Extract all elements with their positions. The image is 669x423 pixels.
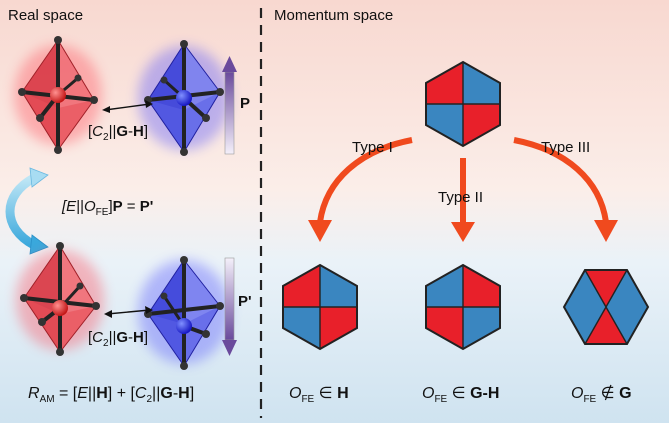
real-space-heading: Real space <box>8 7 83 24</box>
arrow-type-2 <box>451 158 475 242</box>
arrow-type-3 <box>513 137 618 242</box>
double-arrow-bottom <box>104 306 153 318</box>
polarization-arrow-down <box>222 257 237 356</box>
hexagon-type-1 <box>282 263 358 351</box>
operation-text: [E||OFE]P = P' <box>61 198 153 218</box>
type-3-label: Type III <box>541 139 590 156</box>
polarization-label-p: P <box>240 95 250 112</box>
double-arrow-top <box>102 100 153 113</box>
type-1-label: Type I <box>352 139 393 156</box>
octahedron-blue-top <box>138 40 230 156</box>
type-2-label: Type II <box>438 189 483 206</box>
octahedron-blue-bottom <box>138 256 230 370</box>
relation-bottom: [C2||G-H] <box>88 329 148 349</box>
momentum-space-heading: Momentum space <box>274 7 393 24</box>
hexagon-top <box>425 60 501 148</box>
octahedron-red-top <box>14 36 102 154</box>
relation-top: [C2||G-H] <box>88 123 148 143</box>
curved-double-arrow <box>5 167 49 255</box>
hexagon-type-3 <box>562 269 650 345</box>
condition-type-1: OFE ∈ H <box>289 385 349 405</box>
polarization-arrow-up <box>222 56 237 155</box>
formula-text: RAM = [E||H] + [C2||G-H] <box>28 385 194 405</box>
hexagon-type-2 <box>425 263 501 351</box>
octahedron-red-bottom <box>16 242 104 356</box>
condition-type-3: OFE ∉ G <box>571 384 632 405</box>
arrow-type-1 <box>308 137 413 242</box>
condition-type-2: OFE ∈ G-H <box>422 385 499 405</box>
polarization-label-p-prime: P' <box>238 293 252 310</box>
